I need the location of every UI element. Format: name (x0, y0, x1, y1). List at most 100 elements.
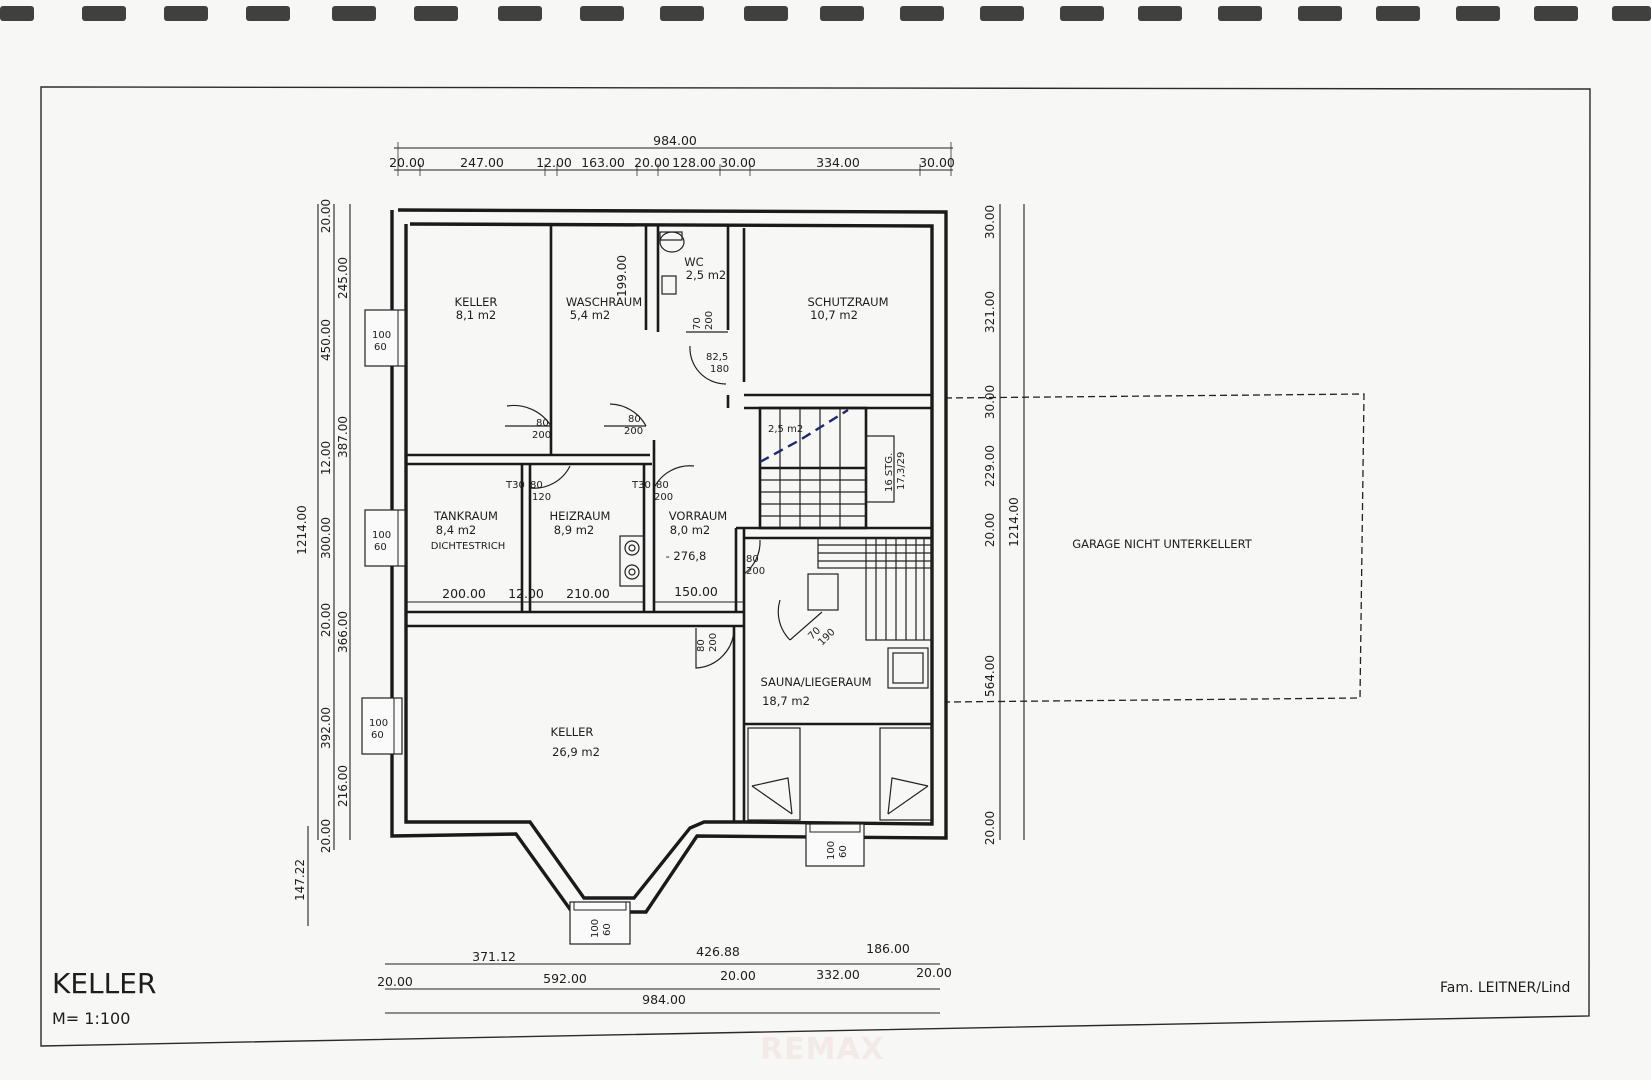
stair-steps (760, 408, 895, 528)
room-keller-2-area: 26,9 m2 (552, 745, 600, 759)
boiler (619, 535, 645, 587)
dim-top-2: 12.00 (536, 155, 572, 170)
svg-text:100: 100 (372, 530, 391, 541)
dim-top-7: 334.00 (816, 155, 860, 170)
dim-bottom-4: 20.00 (916, 965, 952, 980)
svg-text:200: 200 (654, 492, 673, 503)
svg-text:80: 80 (746, 554, 759, 565)
drawing-frame (40, 86, 1591, 1047)
dim-right-2: 30.00 (983, 385, 997, 419)
room-keller-2-name: KELLER (551, 725, 594, 739)
room-schutzraum-area: 10,7 m2 (810, 308, 858, 322)
window-labels: 100 60 100 60 100 60 100 60 100 60 (369, 330, 849, 938)
svg-text:200.00: 200.00 (442, 586, 486, 601)
svg-text:100: 100 (826, 841, 837, 860)
dim-right-total: 1214.00 (1007, 497, 1021, 547)
stair-ratio: 17,3/29 (896, 452, 907, 490)
svg-text:12.00: 12.00 (508, 586, 544, 601)
left-dimension-chain: 1214.00 147.22 20.00 450.00 12.00 300.00… (293, 199, 351, 926)
beds (747, 727, 933, 821)
room-heizraum-area: 8,9 m2 (554, 523, 594, 537)
dim-bottom-1: 592.00 (543, 971, 587, 986)
room-vorraum-name: VORRAUM (669, 509, 727, 523)
dim-right-1: 321.00 (983, 291, 997, 333)
room-schutzraum-name: SCHUTZRAUM (807, 295, 888, 309)
svg-text:100: 100 (590, 919, 601, 938)
dim-right-4: 20.00 (983, 513, 997, 547)
stair-area: 2,5 m2 (768, 424, 803, 435)
svg-text:70: 70 (692, 317, 703, 330)
dim-top-6: 30.00 (720, 155, 756, 170)
dim-left-outer-0: 20.00 (319, 199, 333, 233)
svg-text:100: 100 (372, 330, 391, 341)
sauna-benches (807, 537, 933, 689)
plan-scale: M= 1:100 (52, 1009, 130, 1028)
room-vorraum-level: - 276,8 (666, 549, 707, 563)
room-labels: KELLER 8,1 m2 WASCHRAUM 5,4 m2 WC 2,5 m2… (431, 255, 889, 759)
dim-bottom-total: 984.00 (642, 992, 686, 1007)
garage-label: GARAGE NICHT UNTERKELLERT (1072, 537, 1252, 551)
dim-top-5: 128.00 (672, 155, 716, 170)
room-heizraum-name: HEIZRAUM (550, 509, 611, 523)
stair-steps-count: 16 STG. (884, 453, 895, 492)
dim-bottom-upper-0: 371.12 (472, 949, 516, 964)
room-sauna-name: SAUNA/LIEGERAUM (760, 675, 871, 689)
svg-text:60: 60 (374, 542, 387, 553)
dim-left-outer-3: 300.00 (319, 517, 333, 559)
room-tankraum-note: DICHTESTRICH (431, 541, 505, 552)
room-waschraum-area: 5,4 m2 (570, 308, 610, 322)
svg-text:80: 80 (536, 418, 549, 429)
svg-text:60: 60 (838, 845, 849, 858)
svg-text:80: 80 (696, 639, 707, 652)
dim-top-total: 984.00 (653, 133, 697, 148)
svg-text:120: 120 (532, 492, 551, 503)
plan-title: KELLER (52, 967, 156, 1000)
svg-text:200: 200 (532, 430, 551, 441)
svg-text:80: 80 (656, 480, 669, 491)
garage-outline: GARAGE NICHT UNTERKELLERT (944, 393, 1365, 703)
svg-text:80: 80 (530, 480, 543, 491)
dim-left-inner-2: 366.00 (336, 611, 350, 653)
dim-top-1: 247.00 (460, 155, 504, 170)
dim-left-inner-0: 245.00 (336, 257, 350, 299)
wc-fixtures (659, 231, 685, 295)
svg-text:200: 200 (708, 633, 719, 652)
stair-direction-line (759, 408, 849, 464)
dim-right-0: 30.00 (983, 205, 997, 239)
svg-text:T30: T30 (631, 480, 651, 491)
dim-left-outer-2: 12.00 (319, 441, 333, 475)
dim-left-outer-4: 20.00 (319, 603, 333, 637)
room-tankraum-area: 8,4 m2 (436, 523, 476, 537)
dim-left-outer-6: 20.00 (319, 819, 333, 853)
dim-bottom-3: 332.00 (816, 967, 860, 982)
svg-text:80: 80 (628, 414, 641, 425)
dim-top-0: 20.00 (389, 155, 425, 170)
dim-right-6: 20.00 (983, 811, 997, 845)
room-wc-area: 2,5 m2 (686, 268, 726, 282)
svg-text:210.00: 210.00 (566, 586, 610, 601)
dim-bottom-upper-1: 426.88 (696, 944, 740, 959)
svg-text:200: 200 (704, 311, 715, 330)
dim-left-extra: 147.22 (293, 859, 307, 901)
dim-right-5: 564.00 (983, 655, 997, 697)
room-sauna-area: 18,7 m2 (762, 694, 810, 708)
svg-text:100: 100 (369, 718, 388, 729)
room-tankraum-name: TANKRAUM (433, 509, 498, 523)
dim-bottom-upper-2: 186.00 (866, 941, 910, 956)
dim-left-total: 1214.00 (295, 505, 309, 555)
room-wc-name: WC (684, 255, 703, 269)
svg-text:199.00: 199.00 (615, 255, 629, 297)
room-keller-1-name: KELLER (455, 295, 498, 309)
svg-text:T30: T30 (505, 480, 525, 491)
svg-text:180: 180 (710, 364, 729, 375)
dim-top-8: 30.00 (919, 155, 955, 170)
plan-owner: Fam. LEITNER/Lind (1440, 980, 1570, 996)
door-labels: 80 200 80 200 T30 80 120 T30 80 200 80 2… (505, 311, 838, 652)
windows (361, 309, 865, 945)
watermark-logo: REMAX (760, 1032, 885, 1067)
dim-bottom-2: 20.00 (720, 968, 756, 983)
dim-bottom-0: 20.00 (377, 974, 413, 989)
svg-text:60: 60 (602, 923, 613, 936)
dim-left-inner-1: 387.00 (336, 416, 350, 458)
